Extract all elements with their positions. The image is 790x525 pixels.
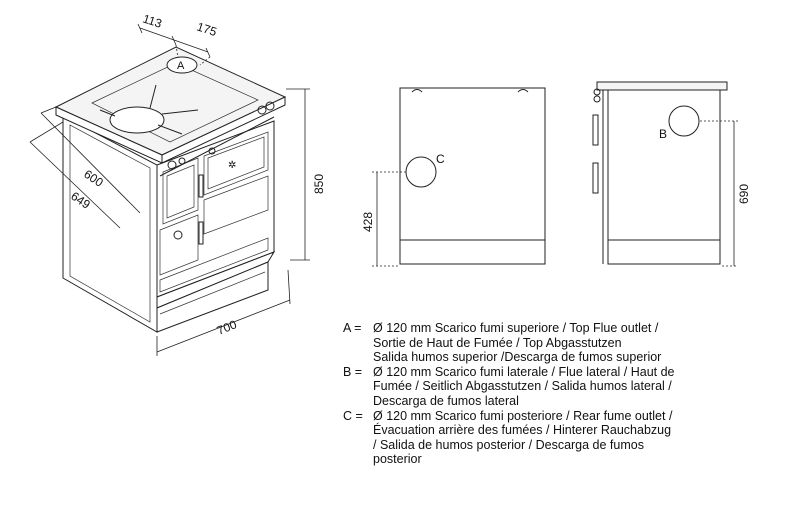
door-handle [198, 221, 204, 245]
dim-ext [287, 269, 291, 305]
storage-drawer [159, 237, 269, 293]
legend-item-c: C = Ø 120 mm Scarico fumi posteriore / R… [343, 409, 763, 467]
burner-spoke [99, 109, 116, 117]
legend-line: Sortie de Haut de Fumée / Top Abgasstutz… [373, 335, 622, 350]
side-view: B 690 [592, 81, 751, 267]
dim-tick [171, 35, 177, 46]
dim-top-175: 175 [195, 20, 219, 40]
dim-width-700: 700 [215, 317, 239, 338]
oven-door [203, 131, 269, 196]
dim-tick [137, 23, 143, 34]
rear-foot [411, 89, 423, 93]
burner-spoke [149, 84, 157, 109]
dim-ext [40, 106, 57, 114]
door-handle [592, 114, 599, 146]
legend-line: Fumée / Seitlich Abgasstutzen / Salida h… [373, 379, 672, 394]
control-knob [167, 160, 177, 170]
marker-b: B [659, 127, 667, 141]
towel-rail [159, 116, 275, 177]
top-flue-outlet [166, 56, 198, 74]
top-front-edge-right [161, 96, 286, 164]
oven-door-window [207, 136, 265, 190]
dim-side-flue-690: 690 [737, 184, 751, 204]
legend-line: Descarga de fumos lateral [373, 393, 519, 408]
legend-line: Ø 120 mm Scarico fumi laterale / Flue la… [373, 364, 675, 379]
legend-item-a: A = Ø 120 mm Scarico fumi superiore / To… [343, 321, 763, 365]
dim-ext [29, 121, 64, 143]
legend-line: posterior [373, 452, 422, 467]
dim-line-700 [156, 299, 291, 353]
dim-line-600 [40, 112, 141, 214]
stove-plinth [156, 261, 269, 333]
dim-line-649 [29, 141, 121, 229]
legend-line: Ø 120 mm Scarico fumi posteriore / Rear … [373, 408, 673, 423]
control-knob [178, 157, 186, 165]
legend-item-b: B = Ø 120 mm Scarico fumi laterale / Flu… [343, 365, 763, 409]
air-regulator-knob [173, 230, 183, 240]
side-body [607, 89, 721, 265]
dim-tick [205, 47, 211, 58]
legend-line: Ø 120 mm Scarico fumi superiore / Top Fl… [373, 321, 659, 335]
rail-knob [265, 101, 275, 111]
fire-door-glass [166, 164, 195, 219]
plinth-line [159, 271, 266, 315]
rear-flue-outlet [405, 156, 437, 188]
rail-knob [593, 88, 601, 96]
legend-key: B = [343, 364, 363, 379]
rear-view: C 428 [361, 87, 546, 267]
dim-height-850: 850 [312, 174, 326, 194]
legend-line: / Salida de humos posterior / Descarga d… [373, 437, 644, 452]
legend-key: C = [343, 408, 363, 423]
side-flue-outlet [668, 105, 700, 137]
dim-top-113: 113 [141, 12, 164, 31]
oven-thermometer-icon: ✲ [228, 160, 236, 171]
marker-c: C [436, 152, 445, 166]
burner-spoke [157, 124, 183, 135]
legend-line: Évacuation arrière des fumées / Hinterer… [373, 423, 672, 438]
legend-key: A = [343, 321, 362, 335]
flue-outlet-legend: A = Ø 120 mm Scarico fumi superiore / To… [343, 321, 763, 467]
perspective-view: A ✲ 113 175 600 649 [29, 12, 326, 356]
side-top [596, 81, 728, 91]
marker-a: A [177, 60, 185, 72]
rear-foot [517, 89, 529, 93]
burner-spoke [161, 109, 199, 115]
lower-panel [203, 175, 269, 235]
stove-left-side-panel [69, 124, 151, 323]
ash-drawer-door [159, 214, 199, 276]
legend-line: Salida humos superior /Descarga de fumos… [373, 350, 662, 365]
door-handle [198, 174, 204, 198]
rail-knob [257, 105, 267, 115]
dim-line-175 [173, 39, 209, 53]
dim-line-113 [139, 27, 175, 41]
hob-ring [109, 106, 165, 134]
rail-knob [593, 95, 601, 103]
dim-rear-flue-428: 428 [361, 212, 375, 232]
door-handle [592, 162, 599, 194]
